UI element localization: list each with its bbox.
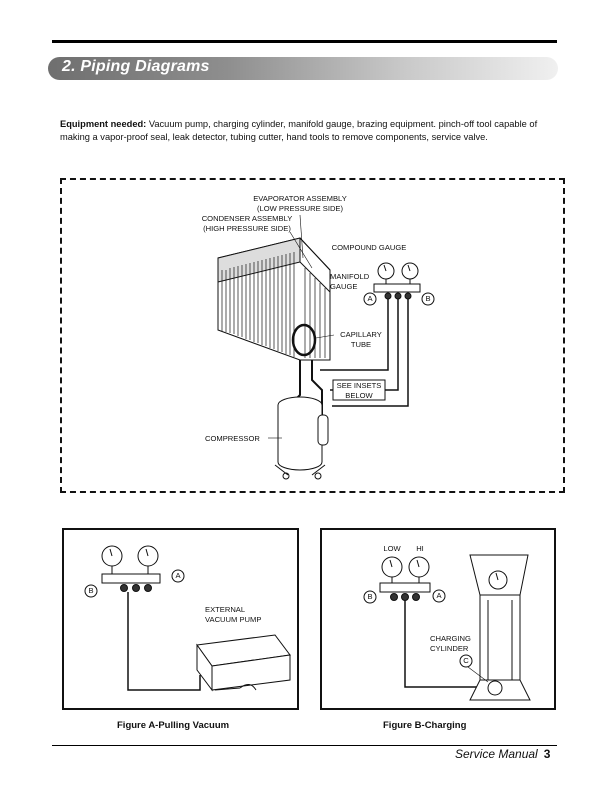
main-port-a: A xyxy=(367,294,373,303)
charging-cylinder-line1: CHARGING xyxy=(430,634,471,643)
charging-cylinder-line2: CYLINDER xyxy=(430,643,469,653)
figure-b-drawing xyxy=(363,554,531,701)
section-banner xyxy=(48,57,558,80)
figure-a-caption: Figure A-Pulling Vacuum xyxy=(117,720,230,731)
figure-a-frame xyxy=(62,528,299,710)
see-insets-line1: SEE INSETS xyxy=(336,381,382,390)
vacuum-pump-line2: VACUUM PUMP xyxy=(205,614,262,624)
section-title: 2. Piping Diagrams xyxy=(62,58,210,75)
footer-manual: Service Manual xyxy=(455,747,538,761)
equipment-paragraph: Equipment needed: Vacuum pump, charging … xyxy=(60,118,565,144)
capillary-coil xyxy=(291,323,317,357)
main-diagram-frame xyxy=(60,178,565,493)
manifold-gauge-drawing xyxy=(373,262,421,300)
manifold-gauge-label: MANIFOLD GAUGE xyxy=(330,272,369,291)
compressor-label: COMPRESSOR xyxy=(205,434,260,443)
footer: Service Manual 3 xyxy=(455,747,550,761)
condenser-label-line1: CONDENSER ASSEMBLY xyxy=(201,214,293,223)
equipment-text: Vacuum pump, charging cylinder, manifold… xyxy=(60,119,538,142)
main-port-b: B xyxy=(425,294,431,303)
capillary-label-line1: CAPILLARY xyxy=(340,330,382,339)
compound-gauge-label: COMPOUND GAUGE xyxy=(331,243,407,252)
equipment-label: Equipment needed: xyxy=(60,119,147,129)
fig-a-port-a: A xyxy=(175,571,181,580)
evaporator-label-line2: (LOW PRESSURE SIDE) xyxy=(256,203,344,213)
see-insets-label: SEE INSETS BELOW xyxy=(333,381,385,400)
figure-b-caption: Figure B-Charging xyxy=(383,720,467,731)
compressor-drawing xyxy=(274,396,329,480)
coil-fins xyxy=(221,252,326,358)
low-label: LOW xyxy=(383,544,401,553)
evaporator-label: EVAPORATOR ASSEMBLY (LOW PRESSURE SIDE) xyxy=(240,194,360,213)
page-number: 3 xyxy=(543,747,551,761)
manifold-label-line1: MANIFOLD xyxy=(330,272,370,281)
fig-b-port-a: A xyxy=(436,591,442,600)
top-rule xyxy=(52,40,557,43)
fig-b-port-c: C xyxy=(463,656,469,665)
fig-b-port-b: B xyxy=(367,592,373,601)
fig-a-port-b: B xyxy=(88,586,94,595)
vacuum-pump-label: EXTERNAL VACUUM PUMP xyxy=(205,605,261,624)
hi-label: HI xyxy=(416,544,424,553)
see-insets-line2: BELOW xyxy=(345,390,373,400)
condenser-label: CONDENSER ASSEMBLY (HIGH PRESSURE SIDE) xyxy=(192,214,302,233)
charging-cylinder-label: CHARGING CYLINDER xyxy=(430,634,471,653)
capillary-label-line2: TUBE xyxy=(350,339,372,349)
manifold-label-line2: GAUGE xyxy=(330,281,358,291)
figure-a-drawing xyxy=(84,545,291,692)
vacuum-pump-line1: EXTERNAL xyxy=(205,605,246,614)
evaporator-label-line1: EVAPORATOR ASSEMBLY xyxy=(253,194,347,203)
condenser-label-line2: (HIGH PRESSURE SIDE) xyxy=(203,223,291,233)
footer-rule xyxy=(52,745,557,746)
figure-b-frame xyxy=(320,528,556,710)
capillary-tube-label: CAPILLARY TUBE xyxy=(336,330,386,349)
